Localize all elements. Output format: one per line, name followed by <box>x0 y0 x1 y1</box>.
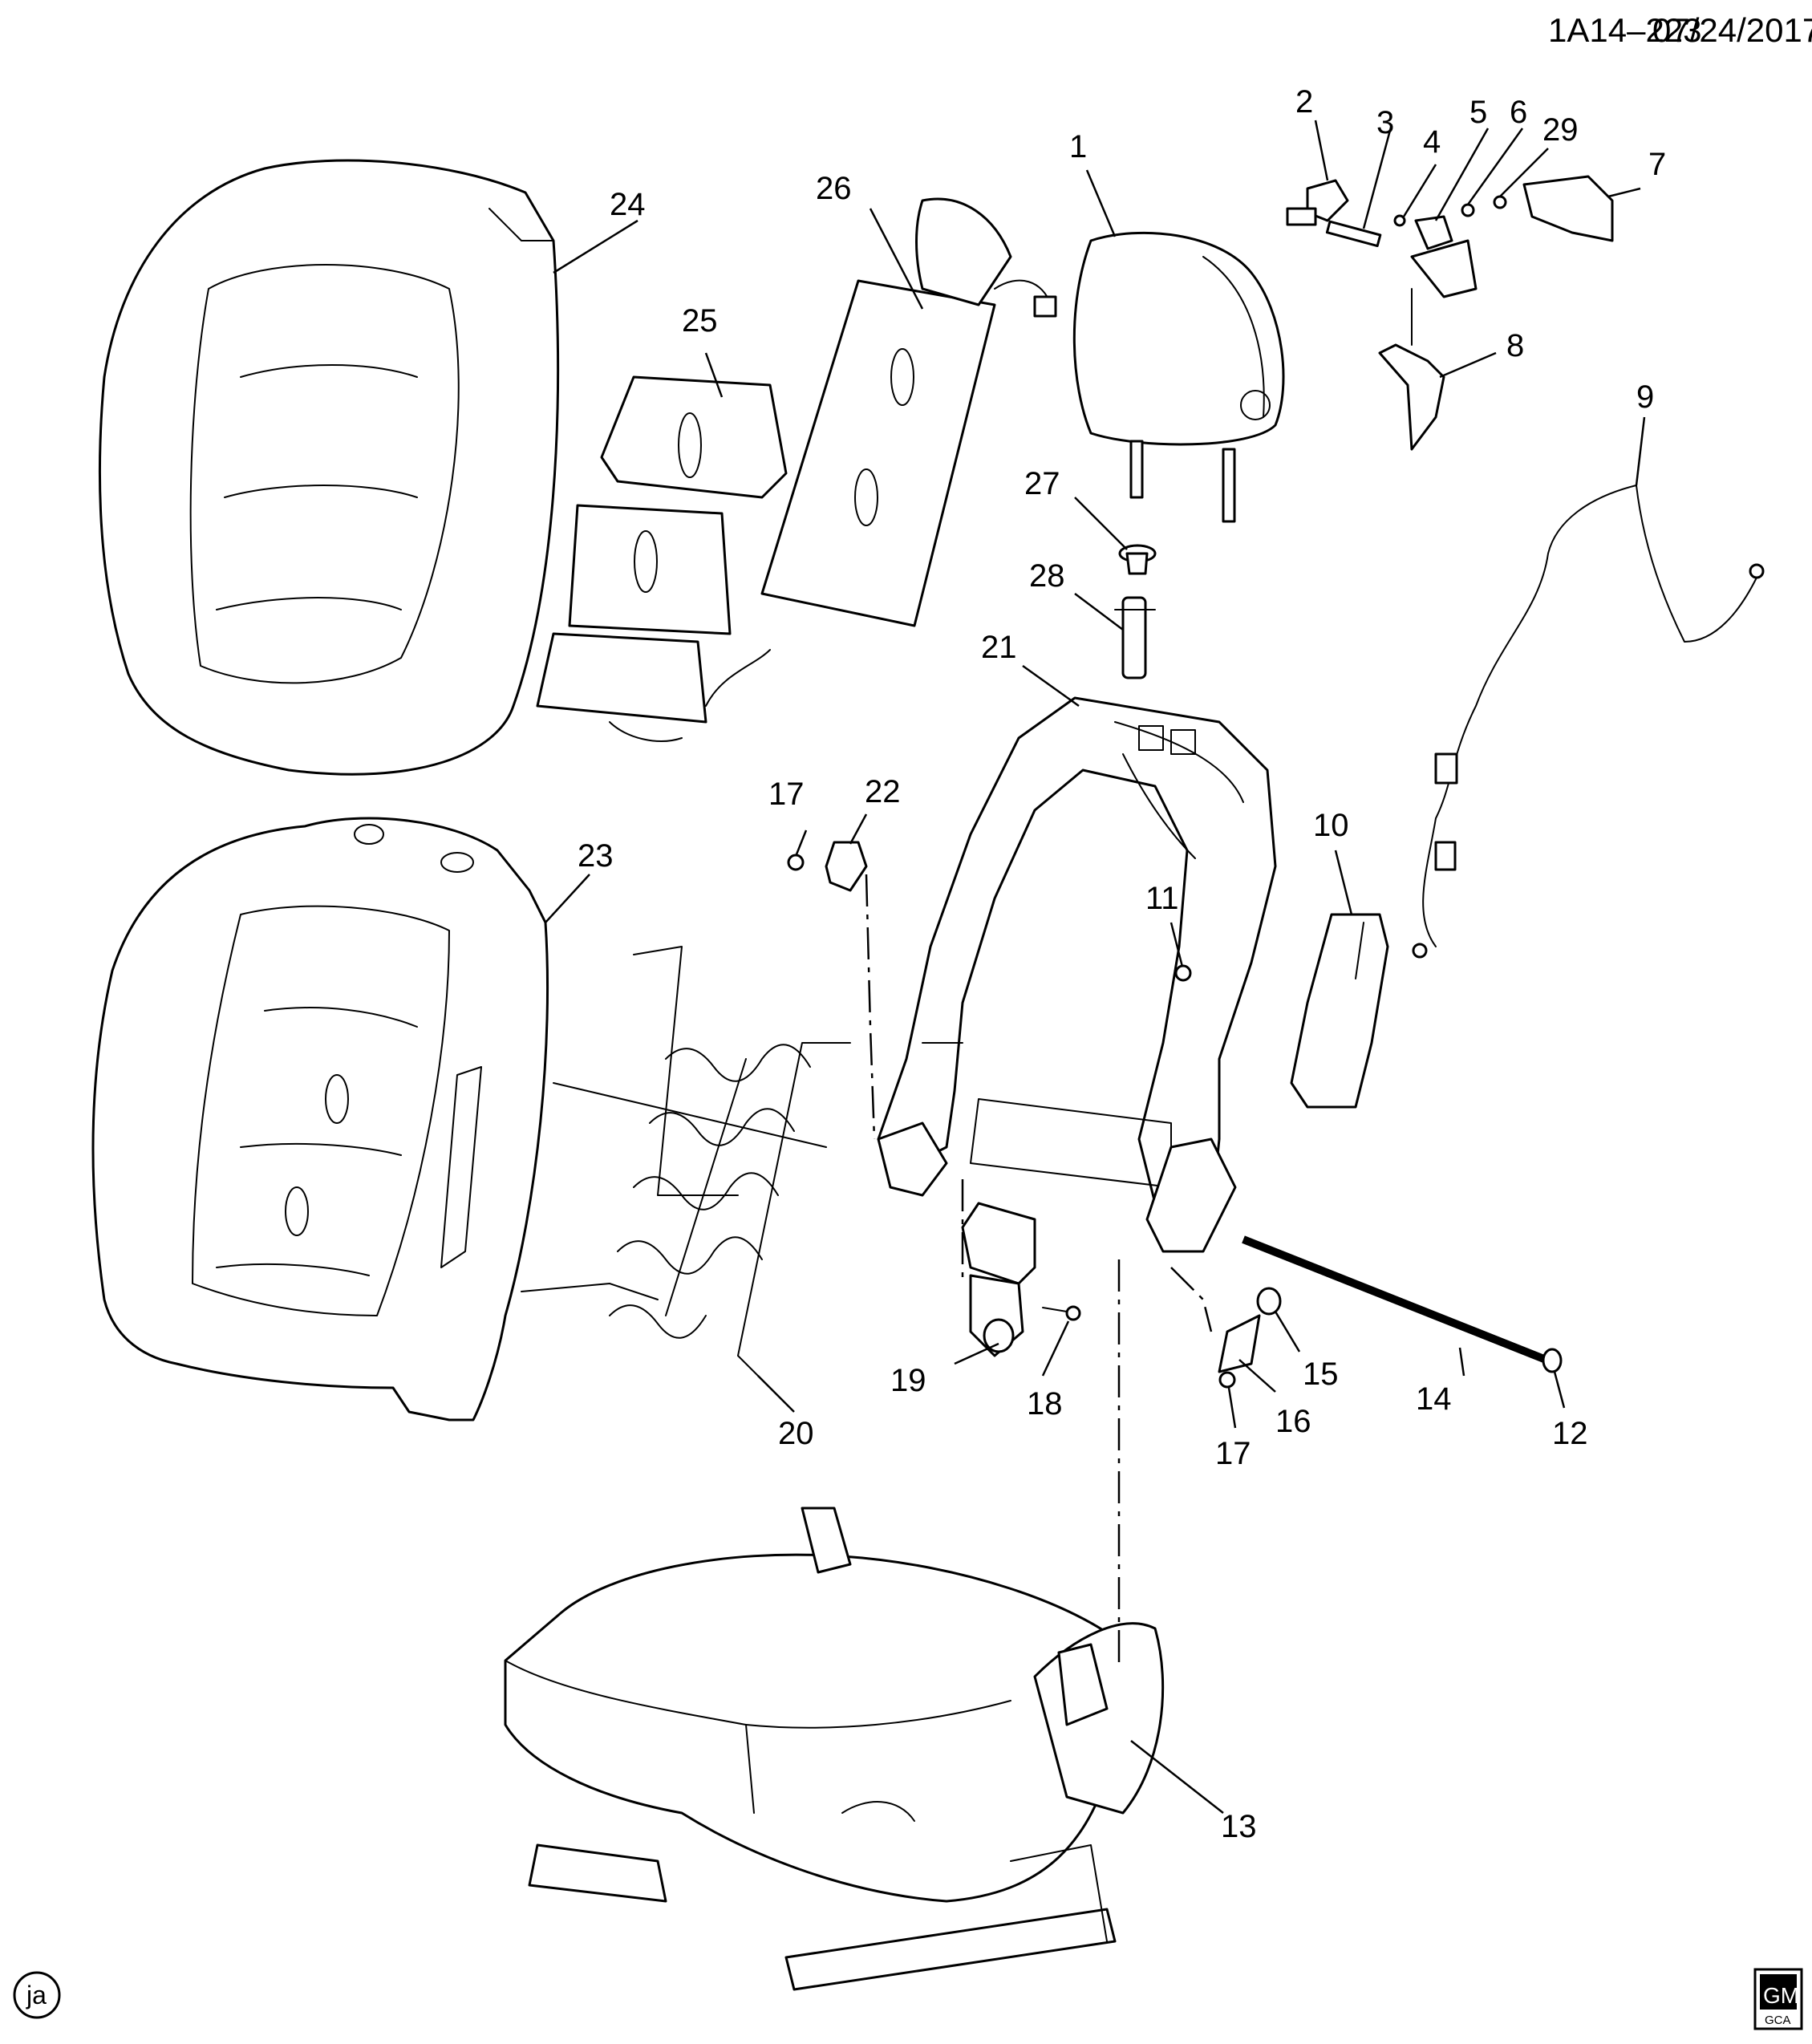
alignment-line-22 <box>865 874 876 1140</box>
callout-1: 1 <box>1069 129 1087 164</box>
head-restraint-hardware <box>1286 175 1614 451</box>
headrest <box>1072 231 1285 523</box>
artist-initials: ja <box>26 1981 47 2010</box>
heater-pad <box>760 197 1057 627</box>
callout-2: 2 <box>1295 84 1313 120</box>
callout-20: 20 <box>778 1416 814 1451</box>
drawing-id: 1A14–223 <box>1548 11 1702 49</box>
callout-12: 12 <box>1552 1416 1588 1451</box>
callout-27: 27 <box>1024 466 1060 501</box>
callout-26: 26 <box>816 171 852 206</box>
callout-6: 6 <box>1510 95 1527 130</box>
torque-rod <box>1242 1235 1558 1368</box>
callout-19: 19 <box>890 1363 926 1398</box>
side-airbag <box>1290 913 1389 1109</box>
callout-17-upper: 17 <box>768 777 805 812</box>
headrest-guide-cap <box>1118 544 1157 575</box>
alignment-line-16 <box>1170 1267 1213 1332</box>
screw <box>1042 1305 1081 1321</box>
gm-logo: GM GCA <box>1753 1968 1803 2030</box>
callout-29: 29 <box>1542 112 1579 148</box>
callout-17-lower: 17 <box>1215 1436 1251 1471</box>
bracket <box>825 841 868 892</box>
callout-15: 15 <box>1303 1357 1339 1392</box>
callout-24: 24 <box>610 187 646 222</box>
seatback-cover <box>98 159 560 776</box>
leader-lines <box>545 120 1646 1814</box>
cable-harness <box>1412 485 1765 959</box>
seatback-frame <box>877 696 1277 1253</box>
seat-cushion-assembly <box>504 1507 1165 1991</box>
clip <box>1218 1314 1261 1373</box>
callout-10: 10 <box>1313 808 1349 843</box>
callout-22: 22 <box>865 774 901 809</box>
gm-logo-subtext: GCA <box>1765 2014 1791 2027</box>
headrest-guide <box>1114 596 1156 679</box>
seatback-panel <box>91 817 549 1421</box>
callout-13: 13 <box>1221 1809 1257 1844</box>
callout-25: 25 <box>682 303 718 339</box>
callout-7: 7 <box>1648 147 1666 182</box>
callout-21: 21 <box>981 630 1017 665</box>
callout-8: 8 <box>1506 328 1524 363</box>
bolt-upper <box>787 854 805 871</box>
nut <box>1174 964 1192 982</box>
callout-28: 28 <box>1029 558 1065 594</box>
cap <box>1542 1348 1563 1373</box>
recliner-motor <box>961 1202 1036 1357</box>
spring-mat <box>521 946 851 1381</box>
bushing <box>1256 1287 1282 1316</box>
drawing-date: 07/24/2017 <box>1652 11 1812 49</box>
callout-16: 16 <box>1275 1404 1311 1439</box>
callout-11: 11 <box>1145 881 1179 916</box>
callout-18: 18 <box>1027 1386 1063 1421</box>
bolt-lower <box>1218 1371 1236 1389</box>
callout-14: 14 <box>1416 1381 1452 1417</box>
artist-badge: ja <box>13 1971 61 2019</box>
callout-3: 3 <box>1376 105 1394 140</box>
callout-5: 5 <box>1469 95 1487 130</box>
callout-23: 23 <box>578 838 614 874</box>
gm-logo-text: GM <box>1763 1983 1799 2008</box>
seatback-pad-pieces <box>536 375 788 742</box>
callout-9: 9 <box>1636 379 1654 415</box>
callout-4: 4 <box>1423 124 1441 160</box>
